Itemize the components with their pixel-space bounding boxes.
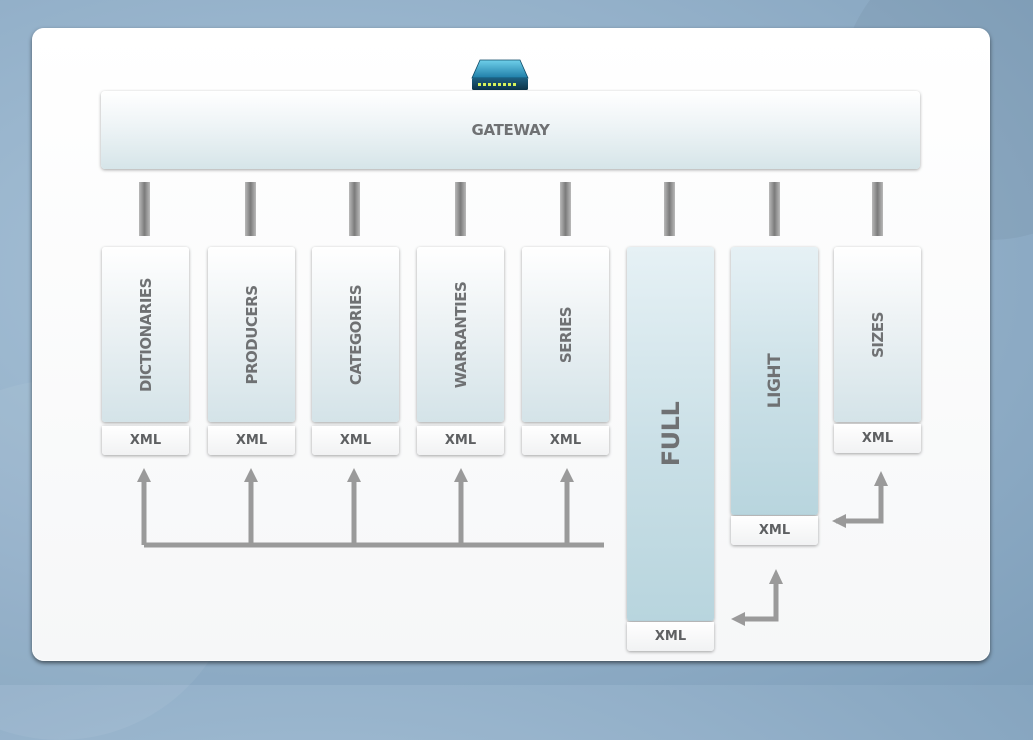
gateway-box: GATEWAY [101,91,920,169]
connector-warranties [455,182,466,236]
service-dictionaries: DICTIONARIES [102,247,189,422]
arrow-head-sizes [874,471,888,486]
flow-line-light [740,582,779,622]
xml-badge: XML [627,622,714,651]
xml-badge: XML [208,426,295,455]
connector-producers [245,182,256,236]
service-categories: CATEGORIES [312,247,399,422]
arrow-head-warranties [454,468,468,482]
service-producers: PRODUCERS [208,247,295,422]
service-full: FULL [627,247,714,621]
arrow-head-producers [244,468,258,482]
arrow-head-categories [347,468,361,482]
xml-badge: XML [417,426,504,455]
xml-badge: XML [522,426,609,455]
connector-dictionaries [139,182,150,236]
router-icon [471,59,529,90]
flow-line-sizes [836,484,884,524]
service-warranties: WARRANTIES [417,247,504,422]
service-sizes: SIZES [834,247,921,422]
flow-arrows [137,468,888,626]
connector-light [769,182,780,236]
xml-badge: XML [102,426,189,455]
connector-series [560,182,571,236]
xml-badge: XML [312,426,399,455]
arrow-head-light [769,569,783,584]
arrow-head-series [560,468,574,482]
gateway-label: GATEWAY [471,121,550,139]
service-light: LIGHT [731,247,818,515]
connector-full [664,182,675,236]
arrow-head-light-tail [731,612,745,626]
connector-categories [349,182,360,236]
service-series: SERIES [522,247,609,422]
xml-badge: XML [834,424,921,453]
connector-sizes [872,182,883,236]
arrow-head-dictionaries [137,468,151,482]
xml-badge: XML [731,516,818,545]
arrow-head-sizes-tail [832,514,846,528]
